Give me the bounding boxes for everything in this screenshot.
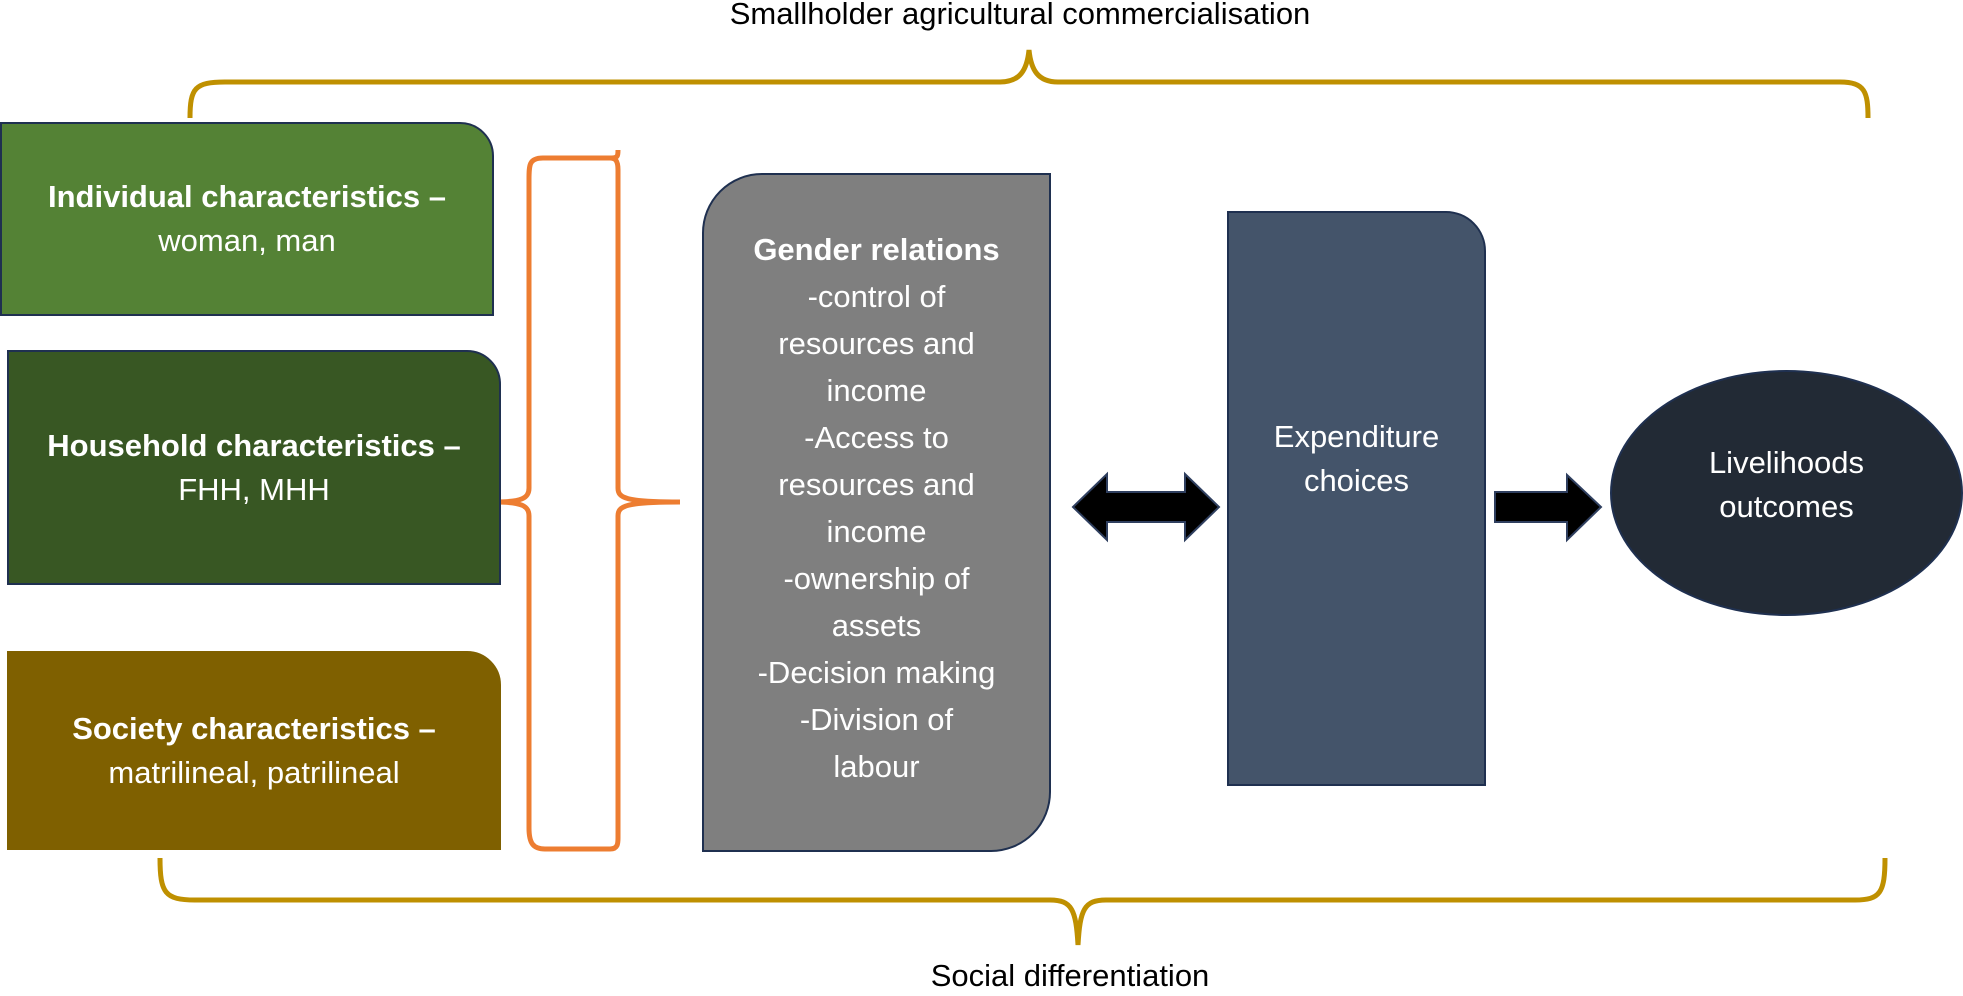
- gender-title: Gender relations: [753, 231, 1000, 267]
- expenditure-line-1: Expenditure: [1273, 418, 1440, 454]
- individual-characteristics-box: Individual characteristics – woman, man: [0, 122, 494, 316]
- livelihoods-line-1: Livelihoods: [1708, 445, 1865, 480]
- livelihoods-line-2: outcomes: [1719, 489, 1854, 524]
- gender-line: income: [826, 372, 927, 408]
- bottom-label: Social differentiation: [930, 958, 1210, 993]
- gender-line: -Access to: [804, 419, 949, 455]
- gender-line: -Division of: [799, 701, 954, 737]
- expenditure-choices-box: Expenditure choices: [1227, 211, 1486, 786]
- gender-line: -Decision making: [757, 654, 996, 690]
- inner-bracket: [494, 149, 681, 852]
- gender-relations-box: Gender relations -control of resources a…: [702, 173, 1051, 852]
- gender-line: income: [826, 513, 927, 549]
- gender-line: resources and: [778, 325, 975, 361]
- right-arrow: [1494, 472, 1603, 543]
- top-brace: [187, 49, 1871, 119]
- individual-title: Individual characteristics –: [47, 179, 446, 214]
- double-arrow: [1071, 471, 1221, 543]
- gender-line: -ownership of: [783, 560, 970, 596]
- gender-line: labour: [833, 748, 920, 784]
- expenditure-line-2: choices: [1303, 462, 1410, 498]
- society-detail: matrilineal, patrilineal: [108, 754, 400, 790]
- household-title: Household characteristics –: [47, 427, 461, 463]
- gender-line: resources and: [778, 466, 975, 502]
- household-characteristics-box: Household characteristics – FHH, MHH: [7, 350, 501, 585]
- household-detail: FHH, MHH: [178, 471, 330, 507]
- gender-line: assets: [831, 607, 922, 643]
- bottom-brace: [157, 857, 1888, 946]
- gender-line: -control of: [807, 278, 946, 314]
- livelihoods-outcomes-ellipse: Livelihoods outcomes: [1610, 370, 1963, 616]
- top-label: Smallholder agricultural commercialisati…: [729, 0, 1311, 31]
- individual-detail: woman, man: [158, 223, 336, 258]
- society-characteristics-box: Society characteristics – matrilineal, p…: [7, 651, 501, 850]
- society-title: Society characteristics –: [72, 710, 436, 746]
